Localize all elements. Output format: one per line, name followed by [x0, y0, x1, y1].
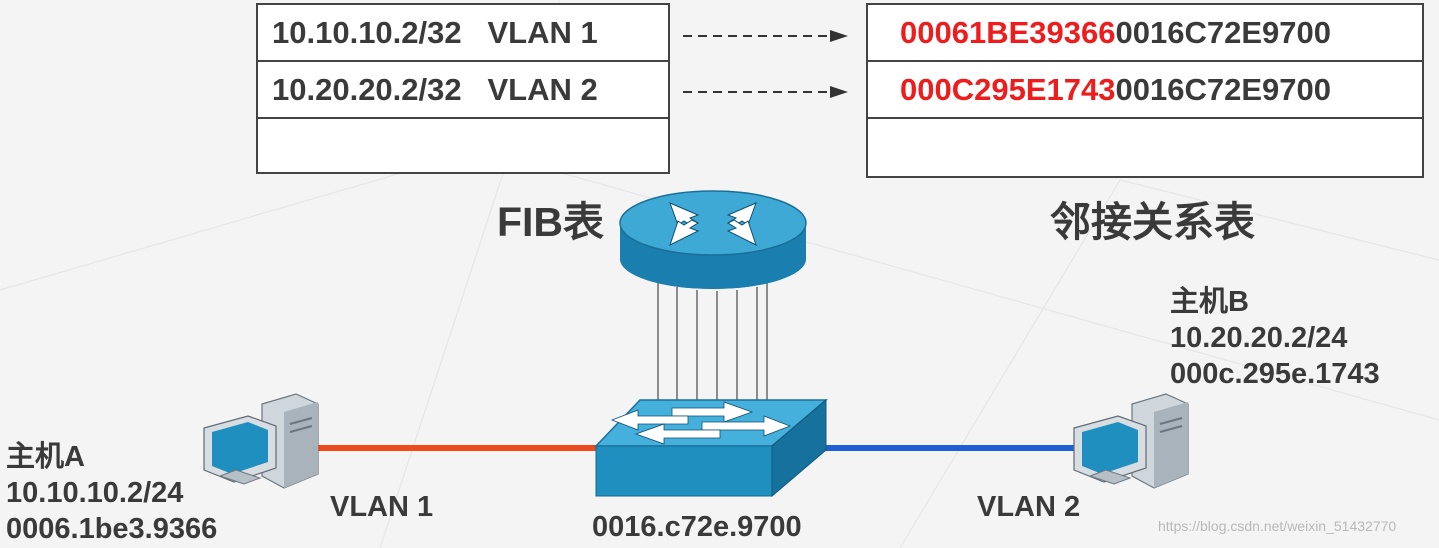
vlan1-label: VLAN 1: [330, 491, 434, 523]
host-b-label: 主机B 10.20.20.2/24 000c.295e.1743: [1170, 284, 1380, 392]
computer-icon: [203, 393, 319, 489]
adjacency-row: [868, 119, 1422, 176]
adjacency-table: 00061BE393660016C72E9700 000C295E1743001…: [866, 3, 1424, 178]
destination-mac: 00061BE39366: [900, 15, 1116, 50]
fib-table: 10.10.10.2/32 VLAN 1 10.20.20.2/32 VLAN …: [256, 3, 670, 174]
router-icon: [619, 190, 807, 289]
host-a-mac: 0006.1be3.9366: [6, 513, 218, 545]
switch-mac: 0016.c72e.9700: [592, 511, 802, 543]
host-b-mac: 000c.295e.1743: [1170, 358, 1380, 390]
adjacency-row: 00061BE393660016C72E9700: [868, 5, 1422, 62]
fib-vlan: VLAN 2: [487, 72, 598, 107]
host-a-name: 主机A: [6, 441, 85, 473]
fib-ip: 10.10.10.2/32: [272, 15, 462, 50]
computer-icon: [1073, 393, 1189, 489]
source-mac: 0016C72E9700: [1115, 15, 1331, 50]
adjacency-table-title: 邻接关系表: [1050, 199, 1255, 245]
vlan2-label: VLAN 2: [977, 491, 1081, 523]
host-b-name: 主机B: [1170, 286, 1249, 318]
switch-icon: [594, 398, 828, 498]
fib-row: 10.20.20.2/32 VLAN 2: [258, 62, 668, 119]
mapping-arrows: [683, 30, 848, 98]
fib-table-title: FIB表: [497, 199, 605, 245]
watermark: https://blog.csdn.net/weixin_51432770: [1158, 518, 1397, 534]
router-switch-links: [657, 282, 768, 400]
fib-ip: 10.20.20.2/32: [272, 72, 462, 107]
fib-vlan: VLAN 1: [487, 15, 598, 50]
destination-mac: 000C295E1743: [900, 72, 1116, 107]
host-a-ip: 10.10.10.2/24: [6, 477, 184, 509]
fib-row: [258, 119, 668, 176]
fib-row: 10.10.10.2/32 VLAN 1: [258, 5, 668, 62]
host-a-label: 主机A 10.10.10.2/24 0006.1be3.9366: [6, 439, 217, 547]
adjacency-row: 000C295E17430016C72E9700: [868, 62, 1422, 119]
source-mac: 0016C72E9700: [1115, 72, 1331, 107]
host-b-ip: 10.20.20.2/24: [1170, 322, 1348, 354]
